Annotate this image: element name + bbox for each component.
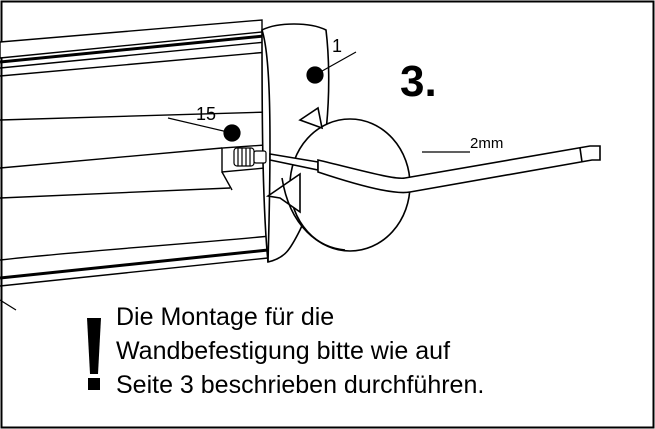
rotation-arrow bbox=[265, 106, 411, 252]
profile-rail bbox=[0, 19, 271, 287]
note-line-2: Wandbefestigung bitte wie auf bbox=[116, 337, 451, 365]
exclamation-mark-icon bbox=[87, 318, 101, 390]
callout-leaders bbox=[0, 51, 470, 311]
note-line-3: Seite 3 beschrieben durchführen. bbox=[116, 371, 485, 399]
callout-label-1: 1 bbox=[332, 36, 342, 56]
note-line-1: Die Montage für die bbox=[116, 303, 335, 331]
tool-size-label: 2mm bbox=[470, 135, 503, 152]
callout-dot-1 bbox=[306, 66, 324, 84]
callout-dot-15 bbox=[223, 124, 241, 142]
grub-screw bbox=[233, 147, 267, 167]
callout-label-15: 15 bbox=[196, 104, 216, 124]
step-number: 3. bbox=[400, 57, 437, 106]
allen-key-icon bbox=[269, 145, 601, 194]
assembly-note: Die Montage für die Wandbefestigung bitt… bbox=[116, 300, 636, 402]
